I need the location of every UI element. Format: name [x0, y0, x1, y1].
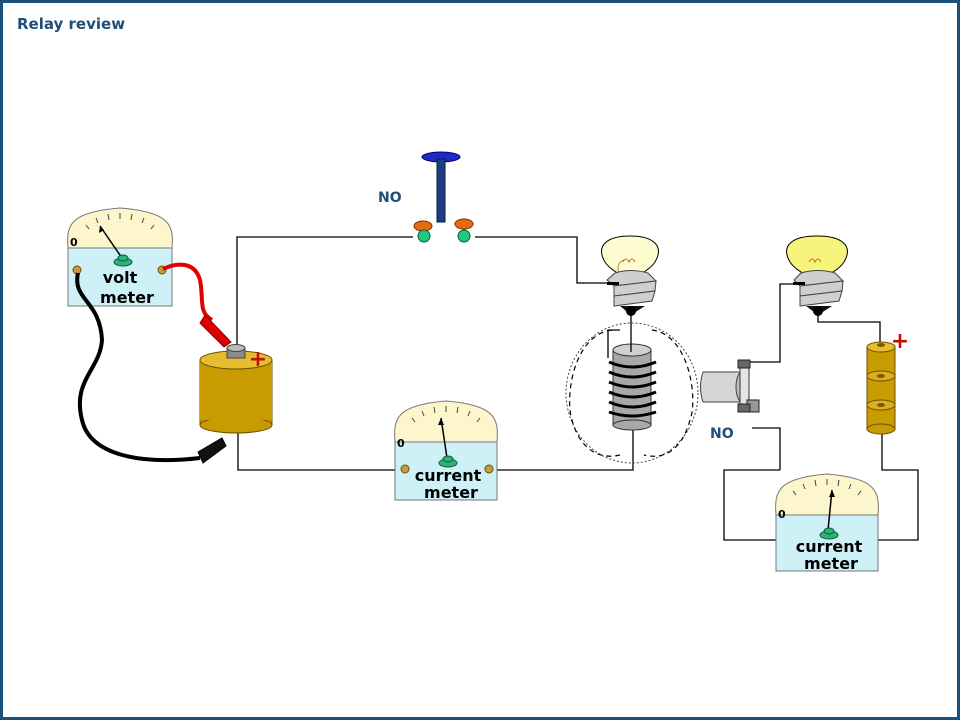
current-meter-1-zero: 0: [397, 437, 405, 450]
current-meter-2: 0 current meter: [775, 473, 879, 573]
light-bulb-1: [601, 235, 659, 316]
current-meter-2-label-line2: meter: [804, 554, 858, 573]
battery-2: +: [866, 329, 909, 435]
wire-battery2-to-meter2: [876, 432, 919, 541]
push-switch[interactable]: NO: [378, 151, 474, 243]
current-meter-1-terminal-right: [484, 464, 494, 474]
wire-meter-to-coil: [491, 425, 634, 471]
relay-state-label: NO: [710, 426, 734, 442]
switch-state-label: NO: [378, 190, 402, 206]
current-meter-1: 0 current meter: [394, 400, 498, 502]
volt-meter-label-line1: volt: [103, 268, 138, 287]
current-meter-2-zero: 0: [778, 508, 786, 521]
volt-meter-leads: [75, 262, 232, 464]
volt-meter-label-line2: meter: [100, 288, 154, 307]
current-meter-2-label-line1: current: [796, 537, 863, 556]
wire-bulb2-to-relay: [749, 283, 796, 363]
volt-meter: 0 volt meter: [67, 207, 173, 307]
wire-switch-to-bulb: [475, 236, 610, 284]
wire-to-meter2-left: [723, 469, 780, 541]
wire-relay-to-down: [752, 427, 781, 470]
volt-meter-zero: 0: [70, 236, 78, 249]
battery: +: [199, 344, 273, 434]
battery-2-plus-sign: +: [891, 329, 909, 354]
secondary-circuit-wires: [723, 283, 919, 541]
current-meter-1-label-line2: meter: [424, 483, 478, 502]
current-meter-1-terminal-left: [400, 464, 410, 474]
volt-meter-needle: [99, 225, 123, 259]
wire-battery-to-meter: [237, 432, 405, 471]
electromagnet-coil: [565, 322, 699, 464]
relay-contacts: NO: [700, 359, 760, 442]
wire-battery-to-switch: [236, 236, 413, 348]
current-meter-1-label-line1: current: [415, 466, 482, 485]
slide-title: Relay review: [17, 15, 126, 33]
battery-plus-sign: +: [249, 347, 267, 372]
wire-bulb2-to-battery: [817, 313, 881, 345]
light-bulb-2: [786, 235, 848, 316]
